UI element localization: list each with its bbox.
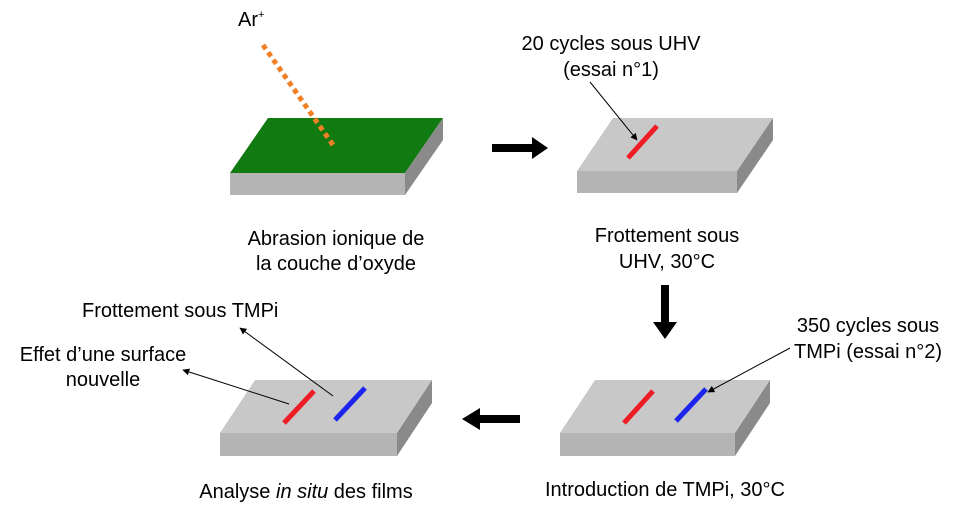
step2-caption-line2: UHV, 30°C [619, 251, 715, 273]
sample-step3-front [560, 433, 735, 456]
ion-label: Ar+ [238, 9, 264, 31]
friction-track-red-step2 [626, 124, 659, 160]
sample-oxidized-front [230, 173, 405, 195]
step1-caption-line2: la couche d’oxyde [256, 253, 416, 275]
step3-annotation-line2: TMPi (essai n°2) [794, 341, 942, 363]
sample-step4-front [220, 433, 397, 456]
annotation-pointer-step4-red [182, 368, 290, 405]
annotation-pointer-step2 [589, 81, 638, 141]
step2-annotation-line1: 20 cycles sous UHV [522, 33, 702, 55]
friction-track-blue-step3 [674, 387, 708, 423]
sample-step2 [577, 118, 773, 193]
sample-oxidized [230, 118, 443, 195]
arrow-step1-to-step2 [492, 137, 548, 159]
arrow-step3-to-step4 [462, 408, 520, 430]
step4-annotation-top: Frottement sous TMPi [82, 300, 278, 322]
step3-annotation-line1: 350 cycles sous [797, 315, 939, 337]
step4-annotation-left-line1: Effet d’une surface [20, 344, 186, 366]
sample-step3-side [735, 380, 770, 456]
sample-step2-top [577, 118, 773, 171]
step2-annotation-line2: (essai n°1) [563, 59, 659, 81]
step2-caption-line1: Frottement sous [595, 225, 740, 247]
sample-step3-top [560, 380, 770, 433]
sample-step2-side [737, 118, 773, 193]
sample-step2-front [577, 171, 737, 193]
step3-caption: Introduction de TMPi, 30°C [545, 479, 785, 501]
sample-oxidized-top [230, 118, 443, 173]
step1-caption-line1: Abrasion ionique de [248, 228, 425, 250]
annotation-pointer-step4-blue [239, 327, 334, 397]
sample-step4 [220, 380, 432, 456]
step4-caption: Analyse in situ des films [199, 481, 412, 503]
sample-oxidized-side [405, 118, 443, 195]
annotation-pointer-step3 [707, 347, 791, 393]
step4-annotation-left-line2: nouvelle [66, 369, 141, 391]
friction-track-blue-step4 [333, 386, 367, 422]
sample-step4-top [220, 380, 432, 433]
ion-beam [260, 43, 336, 147]
friction-track-red-step3 [622, 389, 655, 425]
friction-track-red-step4 [282, 389, 316, 425]
sample-step4-side [397, 380, 432, 456]
arrow-step2-to-step3 [653, 285, 677, 339]
sample-step3 [560, 380, 770, 456]
